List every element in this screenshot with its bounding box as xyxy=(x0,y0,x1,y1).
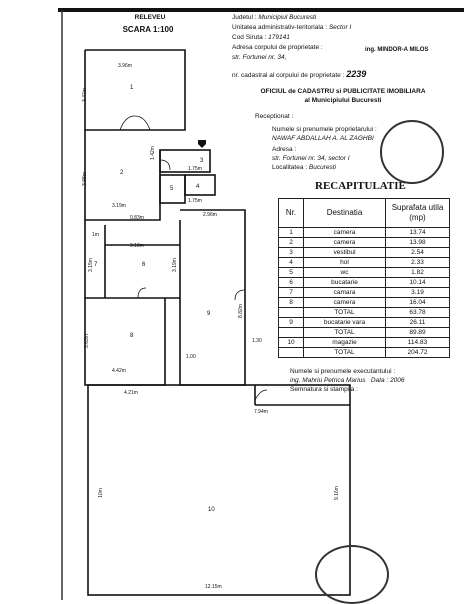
dim-label: 3.19m xyxy=(171,258,178,272)
room-4-number: 4 xyxy=(196,184,200,190)
dim-label: 3.19m xyxy=(112,203,126,209)
room-2-number: 2 xyxy=(120,170,124,176)
col-area: Suprafata utila (mp) xyxy=(385,198,450,228)
owner-name-value: NAWAF ABDALLAH A. AL ZAGHBI xyxy=(272,135,374,142)
dim-label: 4.21m xyxy=(124,390,138,396)
uat-line: Unitatea administrativ-teritoriala : Sec… xyxy=(232,24,352,31)
room-8-number: 8 xyxy=(130,333,134,339)
signature-label: Semnatura si stampila : xyxy=(290,386,358,393)
dim-label: 12.15m xyxy=(205,584,222,590)
top-border xyxy=(58,8,464,12)
recap-header-row: Nr. Destinatia Suprafata utila (mp) xyxy=(278,198,450,228)
room-10-number: 10 xyxy=(208,507,215,513)
executor-name: ing. Mahriu Petrica Marius Data : 2006 xyxy=(290,377,405,384)
owner-name-label: Numele si prenumele proprietarului : xyxy=(272,126,377,133)
receptionat-label: Receptionat : xyxy=(255,113,294,120)
room-7-number: 7 xyxy=(94,262,98,268)
office-line1: OFICIUL de CADASTRU si PUBLICITATE IMOBI… xyxy=(260,88,426,95)
dim-label: 1.30 xyxy=(252,338,262,344)
room-3-number: 3 xyxy=(200,158,204,164)
owner-address-label: Adresa : xyxy=(272,146,297,153)
office-line2: al Municipiului Bucuresti xyxy=(304,97,382,104)
recap-title: RECAPITULATIE xyxy=(315,180,406,192)
entry-arrow xyxy=(198,140,206,148)
room-1-number: 1 xyxy=(130,85,134,91)
dim-label: 3.96m xyxy=(118,63,132,69)
scale-label: SCARA 1:100 xyxy=(122,25,174,34)
releveu-label: RELEVEU xyxy=(134,14,166,21)
dim-label: 3.98m xyxy=(81,172,88,186)
col-nr: Nr. xyxy=(278,198,304,228)
dim-label: 1.00 xyxy=(186,354,196,360)
address-label: Adresa corpului de proprietate : xyxy=(232,44,323,51)
dim-label: 10m xyxy=(97,488,104,498)
dim-label: 1.75m xyxy=(188,198,202,204)
dim-label: 3.18m xyxy=(130,243,144,249)
dim-label: 3.15m xyxy=(87,258,94,272)
room-9-number: 9 xyxy=(207,311,211,317)
owner-locality: Localitatea : Bucuresti xyxy=(272,164,336,171)
dim-label: 8.82m xyxy=(237,304,244,318)
judet-line: Judetul : Municipiul Bucuresti xyxy=(232,14,317,21)
cadastral-line: nr. cadastral al corpului de proprietate… xyxy=(232,69,367,80)
col-dest: Destinatia xyxy=(303,198,386,228)
dim-label: 3.47m xyxy=(81,88,88,102)
dim-label: 7.94m xyxy=(254,409,268,415)
stamp-top xyxy=(380,120,444,184)
dim-label: 1.75m xyxy=(188,166,202,172)
owner-address-value: str. Fortunei nr. 34, sector I xyxy=(272,155,350,162)
siruta-line: Cod Siruta : 179141 xyxy=(232,34,290,41)
dim-label: 9.16m xyxy=(333,486,340,500)
dim-label: 2.96m xyxy=(203,212,217,218)
room-6-number: 6 xyxy=(142,262,146,268)
dim-label: 3.63m xyxy=(83,334,90,348)
executor-label: Numele si prenumele executantului : xyxy=(290,368,396,375)
dim-label: 1.42m xyxy=(149,146,156,160)
engineer-name: ing. MINDOR-A MILOS xyxy=(365,47,429,53)
door-swings xyxy=(119,115,268,401)
dim-label: 1m xyxy=(92,232,99,238)
room-5-number: 5 xyxy=(170,186,174,192)
walls xyxy=(84,49,351,596)
dim-label: 0.83m xyxy=(130,215,144,221)
stamp-bottom xyxy=(315,545,389,604)
address-value: str. Fortunei nr. 34, xyxy=(232,54,287,61)
dim-label: 4.42m xyxy=(112,368,126,374)
